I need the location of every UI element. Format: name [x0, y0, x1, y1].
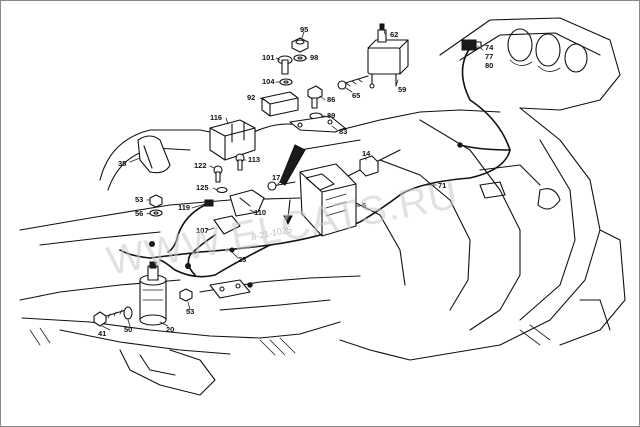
nut-53-upper[interactable] — [149, 194, 163, 208]
screw-122[interactable] — [213, 165, 223, 183]
washer-56[interactable] — [149, 209, 163, 217]
callout-125: 125 — [196, 183, 209, 192]
strap-83[interactable] — [289, 115, 346, 133]
callout-107: 107 — [196, 226, 209, 235]
washer-98[interactable] — [293, 54, 307, 62]
washer-125[interactable] — [216, 186, 228, 194]
callout-65: 65 — [352, 91, 360, 100]
bolt-41[interactable] — [93, 309, 127, 327]
callout-110: 110 — [254, 208, 266, 217]
screw-86[interactable] — [307, 85, 323, 109]
relay-62[interactable] — [367, 23, 409, 89]
leader-lines — [101, 29, 484, 331]
callout-116: 116 — [210, 113, 222, 122]
callout-53-upper: 53 — [135, 195, 143, 204]
callout-23: 23 — [238, 255, 246, 264]
callout-5: 5 — [362, 201, 366, 210]
nut-53-lower[interactable] — [179, 288, 193, 302]
washer-104[interactable] — [279, 78, 293, 86]
callout-50: 50 — [124, 325, 132, 334]
callout-20: 20 — [166, 325, 174, 334]
cover-35[interactable] — [137, 135, 171, 174]
holder-107[interactable] — [213, 215, 241, 235]
callout-86: 86 — [327, 95, 335, 104]
nut-95[interactable] — [291, 37, 309, 53]
callout-62: 62 — [390, 30, 398, 39]
ignition-coil-20[interactable] — [139, 261, 167, 326]
callout-83: 83 — [339, 127, 347, 136]
callout-98: 98 — [310, 53, 318, 62]
callout-122: 122 — [194, 161, 207, 170]
watermark: WWW.ELCATS.RU 8-21-1025 — [103, 173, 462, 284]
callout-56: 56 — [135, 209, 143, 218]
control-module-5[interactable] — [299, 163, 357, 237]
callout-41: 41 — [98, 329, 106, 338]
callout-95: 95 — [300, 25, 308, 34]
bracket-92[interactable] — [261, 91, 299, 117]
callout-89: 89 — [327, 111, 335, 120]
coil-bracket — [209, 279, 251, 299]
callout-74: 74 — [485, 43, 494, 52]
callout-53-lower: 53 — [186, 307, 194, 316]
bolt-101[interactable] — [277, 55, 293, 75]
callout-71: 71 — [438, 181, 446, 190]
callout-119: 119 — [178, 203, 190, 212]
plug-119[interactable] — [204, 199, 214, 207]
callout-59: 59 — [398, 85, 406, 94]
callout-113: 113 — [248, 155, 260, 164]
bracket-14[interactable] — [359, 155, 379, 177]
connector-74[interactable] — [461, 39, 482, 51]
screw-113[interactable] — [235, 153, 245, 171]
bracket-110[interactable] — [229, 189, 265, 217]
washer-50[interactable] — [123, 306, 133, 320]
assembly-arrows — [279, 144, 306, 226]
screw-65[interactable] — [337, 75, 369, 90]
callout-35: 35 — [118, 159, 126, 168]
callout-77: 77 — [485, 52, 493, 61]
callout-101: 101 — [262, 53, 275, 62]
callout-labels: 95 62 101 98 74 77 80 104 65 59 92 86 89… — [98, 25, 494, 338]
connector-block-116[interactable] — [209, 119, 256, 161]
callout-92: 92 — [247, 93, 255, 102]
callout-17: 17 — [272, 173, 280, 182]
callout-80: 80 — [485, 61, 493, 70]
callout-14: 14 — [362, 149, 371, 158]
callout-104: 104 — [262, 77, 275, 86]
